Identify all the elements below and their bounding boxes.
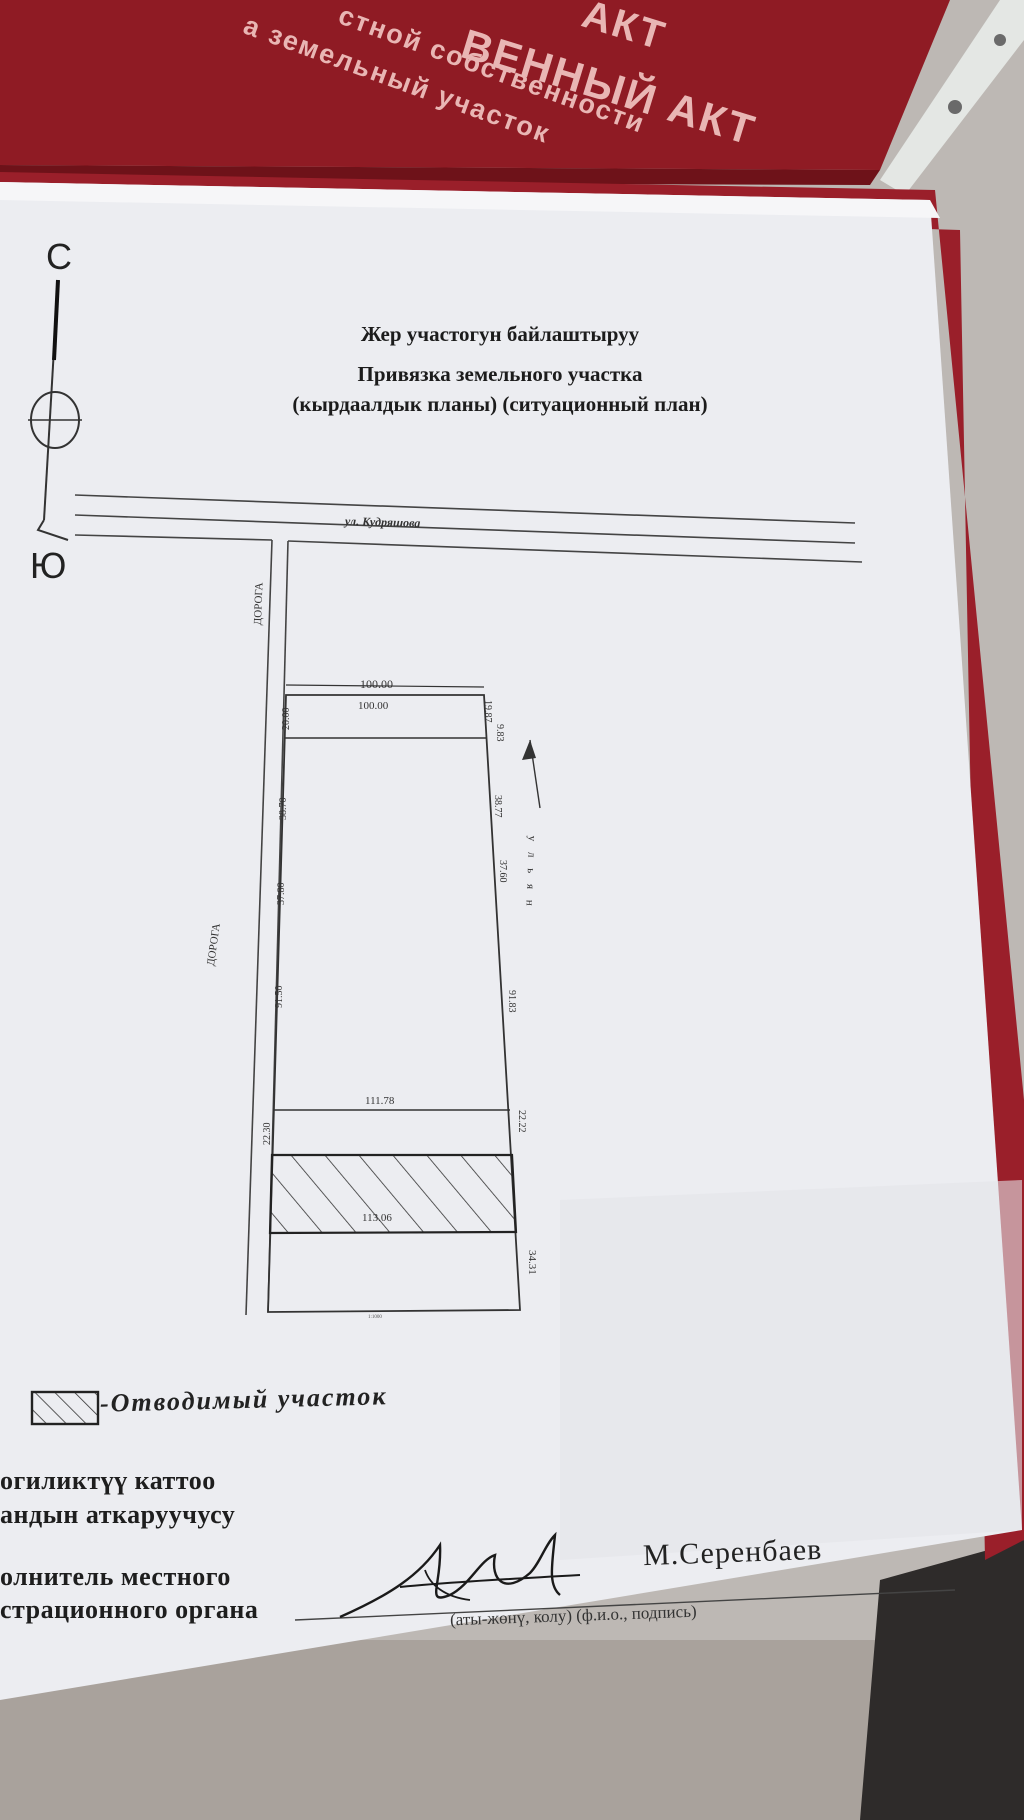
signature-line-4: страционного органа bbox=[0, 1595, 259, 1624]
dim-hatch-width: 113.06 bbox=[362, 1212, 392, 1224]
handwritten-signature-icon bbox=[339, 1531, 581, 1619]
compass-north-label: С bbox=[46, 236, 72, 277]
compass-south-label: Ю bbox=[30, 545, 67, 586]
title-kyrgyz: Жер участогун байлаштыруу bbox=[360, 322, 640, 346]
dim-bottom-small: 1:1000 bbox=[368, 1315, 382, 1320]
red-cover-top bbox=[0, 0, 950, 185]
plastic-sleeve bbox=[880, 0, 1024, 195]
dim-top-outer: 100.00 bbox=[360, 677, 393, 691]
title-subtitle: (кырдаалдык планы) (ситуационный план) bbox=[292, 392, 708, 416]
hatch-legend-icon bbox=[30, 1390, 100, 1426]
signature-line-3: олнитель местного bbox=[0, 1562, 231, 1591]
title-russian: Привязка земельного участка bbox=[357, 362, 643, 386]
signature-line-1: огиликтүү каттоо bbox=[0, 1466, 216, 1495]
dim-top-inner: 100.00 bbox=[358, 700, 389, 712]
signature-line-2: андын аткаруучусу bbox=[0, 1500, 236, 1529]
north-arrow-icon bbox=[28, 279, 82, 541]
signer-name: М.Серенбаев bbox=[642, 1532, 823, 1573]
dim-mid-width: 111.78 bbox=[365, 1095, 395, 1107]
